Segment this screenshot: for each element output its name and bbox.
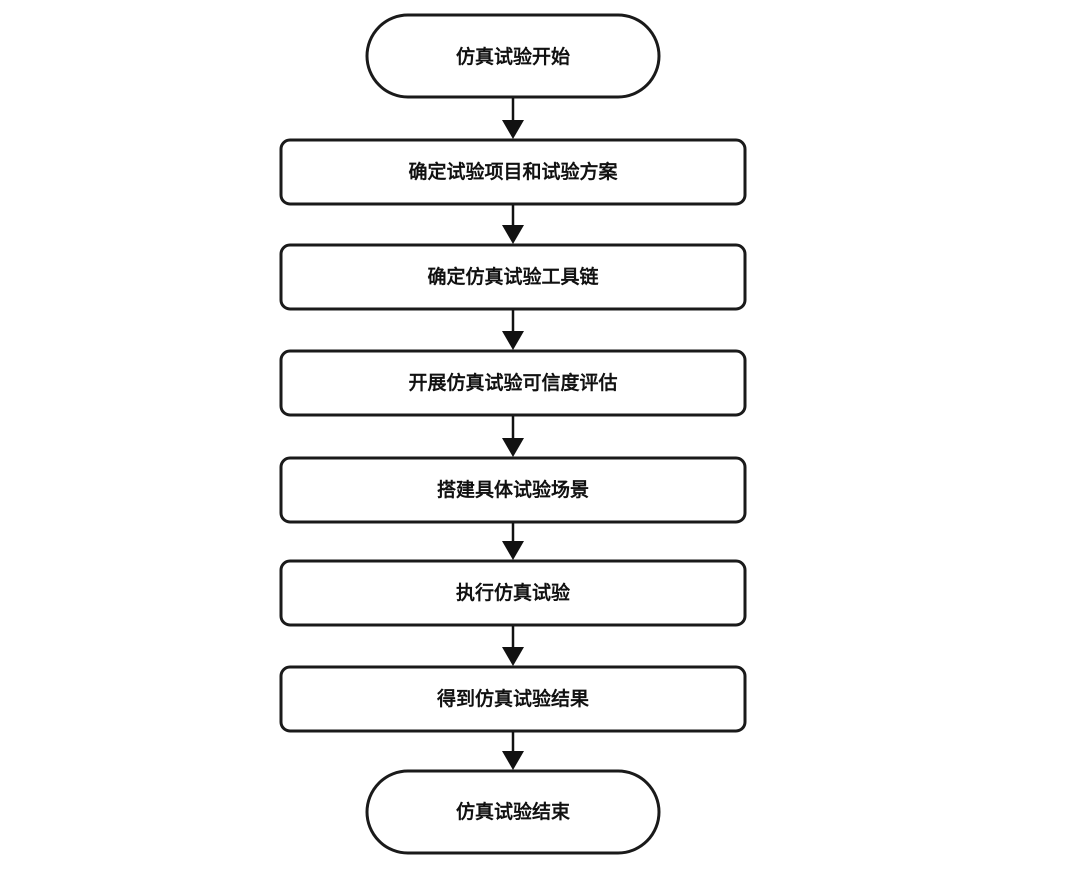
node-label: 仿真试验开始 xyxy=(456,45,570,68)
process-shape xyxy=(279,349,747,417)
process-shape xyxy=(279,243,747,311)
flow-arrow-step2-to-step3 xyxy=(502,310,524,350)
process-shape xyxy=(279,665,747,733)
process-shape xyxy=(279,138,747,206)
process-shape xyxy=(279,456,747,524)
flow-node-step1: 确定试验项目和试验方案 xyxy=(279,138,747,206)
node-label: 搭建具体试验场景 xyxy=(437,478,589,501)
flow-node-step3: 开展仿真试验可信度评估 xyxy=(279,349,747,417)
flow-node-end: 仿真试验结束 xyxy=(365,769,661,855)
node-label: 确定仿真试验工具链 xyxy=(427,265,598,288)
arrow-head-icon xyxy=(502,225,524,244)
node-label: 开展仿真试验可信度评估 xyxy=(408,371,617,394)
flow-node-step2: 确定仿真试验工具链 xyxy=(279,243,747,311)
node-label: 执行仿真试验 xyxy=(456,581,571,604)
terminal-shape xyxy=(365,13,661,99)
flow-arrow-step1-to-step2 xyxy=(502,205,524,244)
flow-arrow-step5-to-step6 xyxy=(502,626,524,666)
flow-arrow-step4-to-step5 xyxy=(502,523,524,560)
flow-node-step6: 得到仿真试验结果 xyxy=(279,665,747,733)
flow-arrow-step3-to-step4 xyxy=(502,416,524,457)
flow-node-step4: 搭建具体试验场景 xyxy=(279,456,747,524)
terminal-shape xyxy=(365,769,661,855)
node-label: 仿真试验结束 xyxy=(456,800,571,823)
arrow-head-icon xyxy=(502,120,524,139)
node-label: 确定试验项目和试验方案 xyxy=(408,160,618,183)
flow-node-step5: 执行仿真试验 xyxy=(279,559,747,627)
flow-arrow-start-to-step1 xyxy=(502,98,524,139)
flow-arrow-step6-to-end xyxy=(502,732,524,770)
arrow-head-icon xyxy=(502,438,524,457)
node-label: 得到仿真试验结果 xyxy=(436,687,589,710)
process-shape xyxy=(279,559,747,627)
arrow-head-icon xyxy=(502,751,524,770)
flow-node-start: 仿真试验开始 xyxy=(365,13,661,99)
arrow-head-icon xyxy=(502,541,524,560)
arrow-head-icon xyxy=(502,331,524,350)
arrow-head-icon xyxy=(502,647,524,666)
